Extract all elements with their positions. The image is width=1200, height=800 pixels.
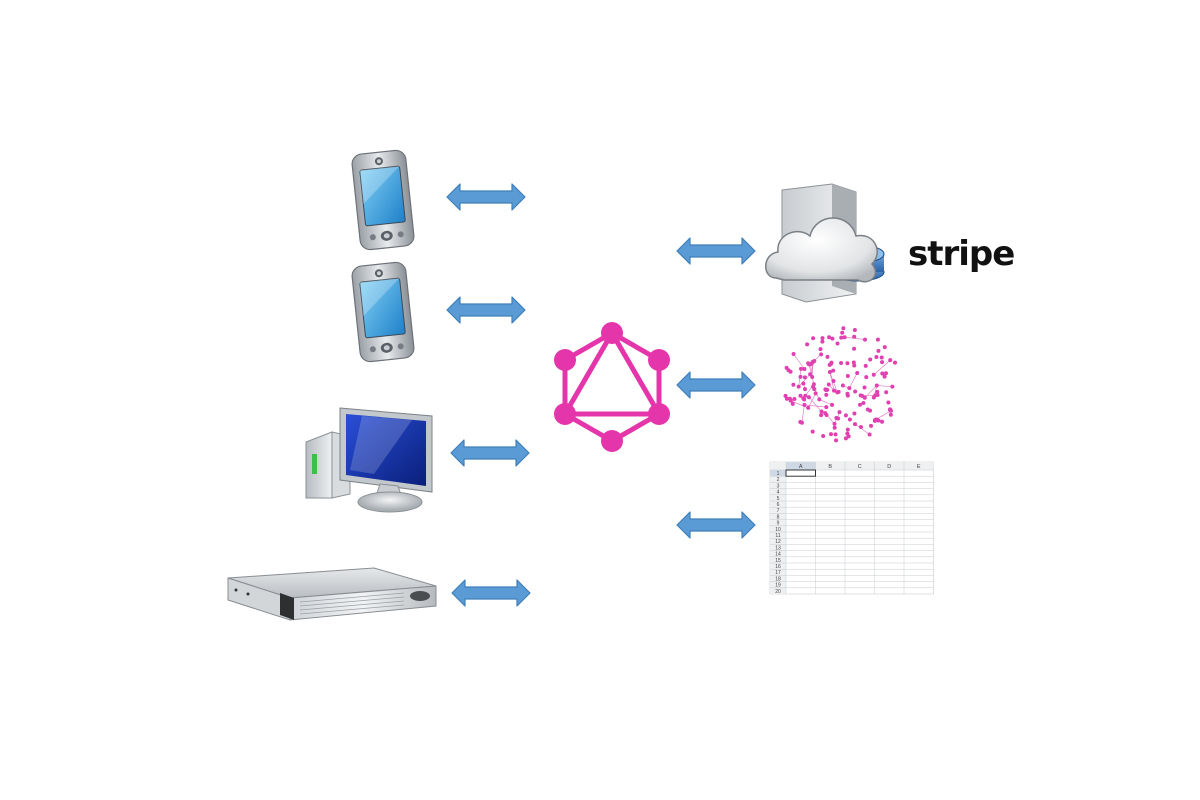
- graph-network-icon: [780, 322, 904, 446]
- double-arrow-icon: [451, 578, 531, 608]
- double-arrow-icon: [446, 182, 526, 212]
- row-header: 12: [775, 539, 781, 545]
- row-header: 20: [775, 589, 781, 595]
- stripe-label: stripe: [908, 234, 1015, 274]
- desktop-computer-icon: [302, 402, 438, 516]
- row-header: 15: [775, 558, 781, 564]
- row-header: 2: [777, 477, 780, 483]
- row-header: 7: [777, 508, 780, 514]
- row-header: 18: [775, 576, 781, 582]
- row-header: 14: [775, 552, 781, 558]
- row-header: 1: [777, 471, 780, 477]
- double-arrow-icon: [676, 236, 756, 266]
- double-arrow-icon: [446, 295, 526, 325]
- row-header: 11: [775, 533, 780, 539]
- row-header: 10: [775, 527, 781, 533]
- column-header: C: [858, 464, 862, 470]
- row-header: 13: [775, 545, 781, 551]
- row-header: 16: [775, 564, 781, 570]
- column-header: E: [917, 464, 921, 470]
- pda-phone-icon: [351, 261, 415, 363]
- row-header: 8: [777, 514, 780, 520]
- double-arrow-icon: [676, 510, 756, 540]
- row-header: 19: [775, 583, 781, 589]
- row-header: 6: [777, 502, 780, 508]
- row-header: 4: [777, 490, 780, 496]
- row-header: 3: [777, 483, 780, 489]
- cloud-server-icon: [762, 182, 888, 306]
- column-header: D: [887, 464, 891, 470]
- rack-server-icon: [224, 566, 440, 624]
- row-header: 9: [777, 521, 780, 527]
- row-header: 5: [777, 496, 780, 502]
- graphql-logo-icon: [550, 320, 674, 454]
- column-header: B: [828, 464, 832, 470]
- column-header: A: [799, 464, 803, 470]
- pda-phone-icon: [351, 149, 415, 251]
- double-arrow-icon: [450, 438, 530, 468]
- double-arrow-icon: [676, 370, 756, 400]
- row-header: 17: [775, 570, 781, 576]
